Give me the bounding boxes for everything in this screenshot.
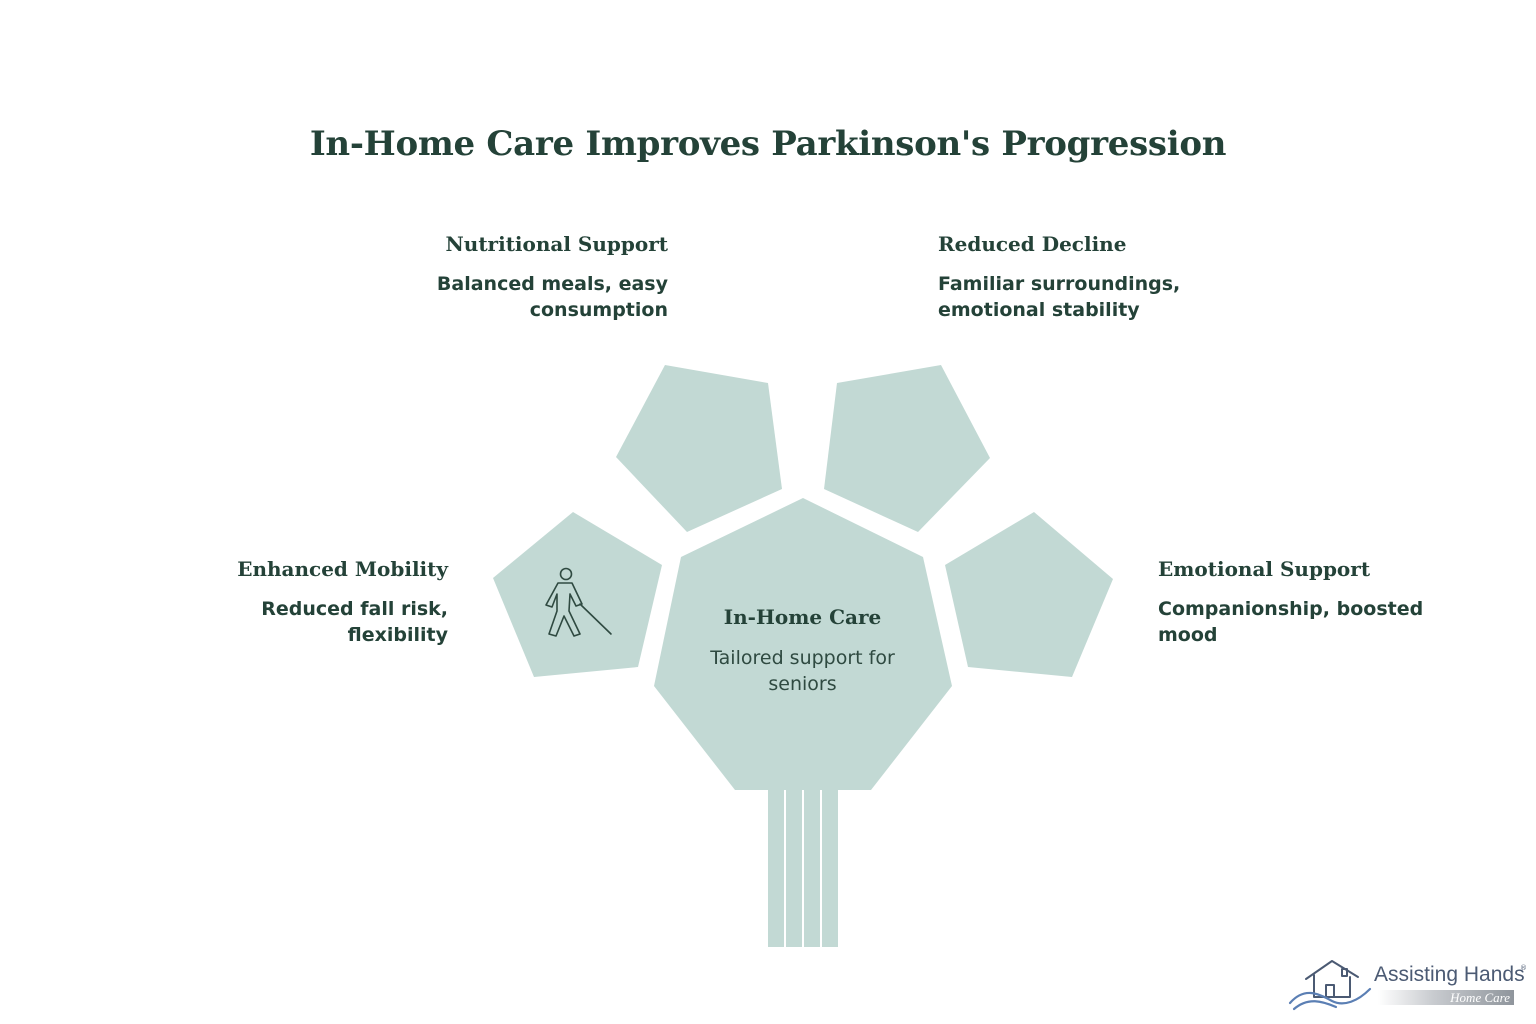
logo-subtitle-bar (1378, 990, 1514, 1005)
emotional-support-heading: Emotional Support (1158, 557, 1371, 581)
enhanced-mobility-heading: Enhanced Mobility (237, 557, 448, 581)
stem (768, 790, 838, 947)
reduced-decline-petal (824, 365, 990, 532)
assisting-hands-logo: Assisting Hands ® Home Care (1288, 955, 1528, 1015)
nutritional-support-description: Balanced meals, easy consumption (436, 273, 668, 321)
stem-segment (804, 790, 820, 947)
logo-brand: Assisting Hands (1374, 963, 1525, 986)
center-heading: In-Home Care (723, 605, 882, 629)
nutritional-support-petal (616, 365, 782, 532)
emotional-support-description: Companionship, boosted mood (1158, 598, 1424, 646)
center-label: In-Home Care Tailored support for senior… (680, 604, 925, 697)
center-heptagon (654, 498, 952, 790)
reduced-decline-heading: Reduced Decline (938, 232, 1127, 256)
stem-segment (768, 790, 784, 947)
house-hand-icon (1288, 960, 1372, 1011)
walking-cane-icon (545, 567, 612, 637)
reduced-decline-description: Familiar surroundings, emotional stabili… (938, 273, 1181, 321)
emotional-support-label: Emotional Support Companionship, boosted… (1158, 556, 1428, 648)
page-title: In-Home Care Improves Parkinson's Progre… (309, 124, 1227, 164)
nutritional-support-heading: Nutritional Support (445, 232, 669, 256)
logo-subtitle: Home Care (1450, 990, 1510, 1005)
reduced-decline-label: Reduced Decline Familiar surroundings, e… (938, 231, 1198, 323)
center-description: Tailored support for seniors (710, 647, 895, 695)
enhanced-mobility-description: Reduced fall risk, flexibility (261, 598, 448, 646)
stem-segment (822, 790, 838, 947)
emotional-support-petal (945, 512, 1113, 677)
stem-segment (786, 790, 802, 947)
logo-registered-mark: ® (1520, 964, 1527, 972)
nutritional-support-label: Nutritional Support Balanced meals, easy… (420, 231, 668, 323)
enhanced-mobility-label: Enhanced Mobility Reduced fall risk, fle… (220, 556, 448, 648)
